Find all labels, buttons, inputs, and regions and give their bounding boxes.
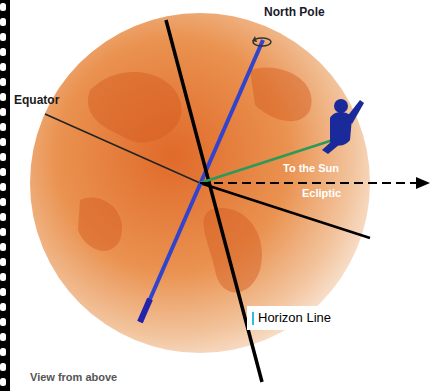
film-strip [0, 0, 10, 391]
sun-direction [200, 140, 333, 183]
rotation-axis [140, 40, 263, 322]
pole-label: North Pole [264, 6, 325, 19]
cursor-bar [252, 312, 254, 325]
label-patch [247, 306, 365, 330]
ecliptic-label: Ecliptic [302, 187, 341, 199]
equator-label: Equator [14, 94, 59, 107]
observer-figure [322, 99, 364, 154]
sun-label: To the Sun [283, 162, 339, 174]
horizon-label: Horizon Line [258, 311, 331, 325]
equator-line [45, 114, 200, 183]
rotation-arrowhead [252, 36, 257, 42]
caption-label: View from above [30, 371, 117, 383]
equator-line [200, 183, 370, 238]
axis-end [140, 299, 150, 322]
ecliptic-arrow [200, 182, 428, 184]
